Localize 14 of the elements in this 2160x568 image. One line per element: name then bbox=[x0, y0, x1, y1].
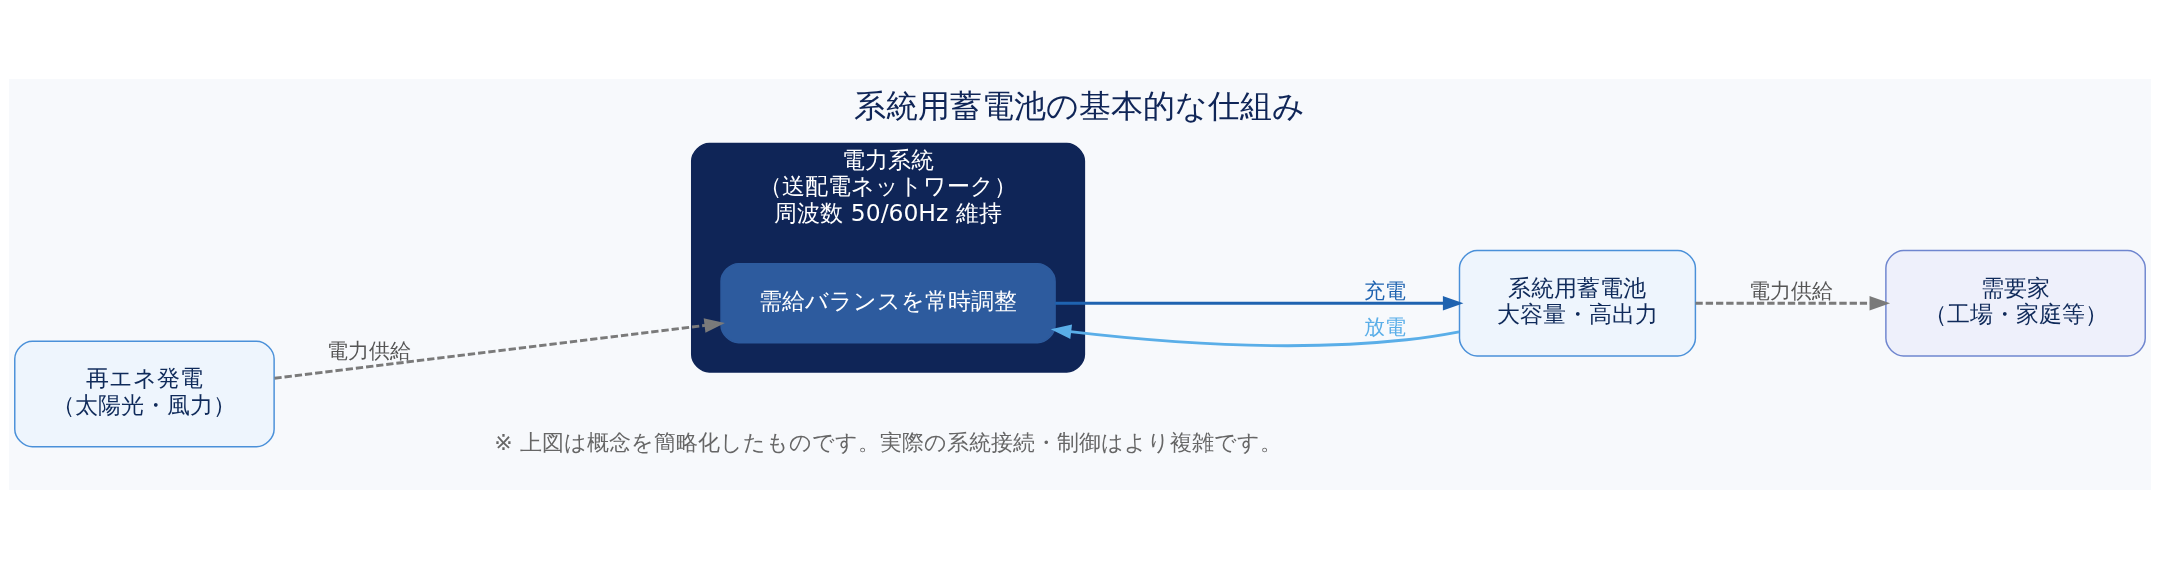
edge-label: 電力供給 bbox=[327, 338, 412, 363]
edge-label: 放電 bbox=[1364, 314, 1407, 339]
arrow bbox=[1055, 295, 1464, 310]
edge-label: 充電 bbox=[1364, 278, 1407, 303]
node-box: 系統用蓄電池 大容量・高出力 bbox=[1458, 249, 1697, 357]
arrow bbox=[274, 317, 725, 380]
arrow bbox=[1695, 295, 1891, 310]
arrow bbox=[1050, 324, 1460, 347]
node-box: 需要家 （工場・家庭等） bbox=[1885, 249, 2146, 357]
edge-label: 電力供給 bbox=[1748, 278, 1833, 303]
node-box: 需給バランスを常時調整 bbox=[720, 262, 1056, 343]
diagram-title: 系統用蓄電池の基本的な仕組み bbox=[854, 86, 1306, 125]
node-box: 再エネ発電 （太陽光・風力） bbox=[14, 340, 275, 447]
caption: ※ 上図は概念を簡略化したものです。実際の系統接続・制御はより複雑です。 bbox=[494, 429, 1282, 455]
